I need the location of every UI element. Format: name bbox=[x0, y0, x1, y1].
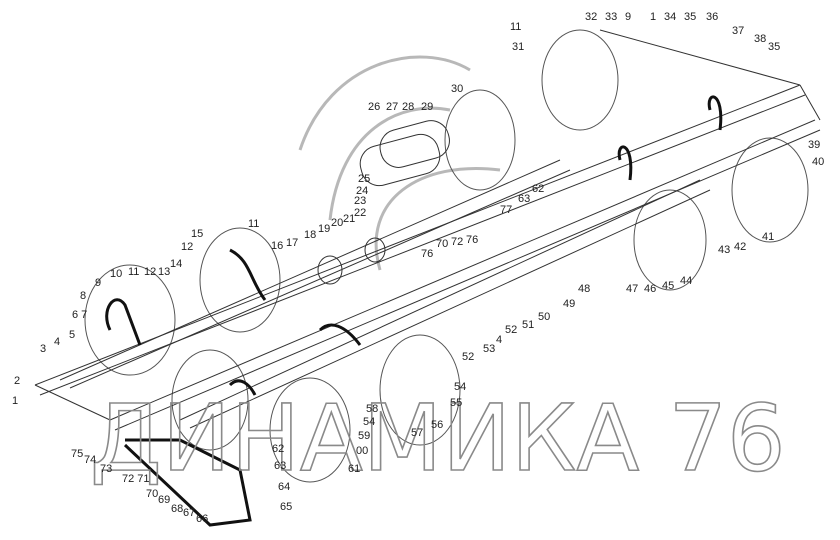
callout-1: 1 bbox=[650, 11, 656, 23]
callout-39: 39 bbox=[808, 139, 820, 151]
callout-73: 73 bbox=[100, 463, 112, 475]
callout-49: 49 bbox=[563, 298, 575, 310]
callout-32: 32 bbox=[585, 11, 597, 23]
callout-22: 22 bbox=[354, 207, 366, 219]
callout-18: 18 bbox=[304, 229, 316, 241]
callout-5: 5 bbox=[69, 329, 75, 341]
callout-63: 63 bbox=[518, 193, 530, 205]
callout-43: 43 bbox=[718, 244, 730, 256]
callout-72-71: 72 71 bbox=[122, 473, 150, 485]
callout-70: 70 bbox=[436, 238, 448, 250]
callout-58: 58 bbox=[366, 403, 378, 415]
callout-20: 20 bbox=[331, 217, 343, 229]
callout-52: 52 bbox=[505, 324, 517, 336]
callout-4: 4 bbox=[496, 334, 502, 346]
callout-36: 36 bbox=[706, 11, 718, 23]
callout-23: 23 bbox=[354, 195, 366, 207]
callout-74: 74 bbox=[84, 454, 96, 466]
callout-35: 35 bbox=[684, 11, 696, 23]
watermark-text: ДИНАМИКА 76 bbox=[90, 385, 786, 492]
callout-45: 45 bbox=[662, 280, 674, 292]
callout-69: 69 bbox=[158, 494, 170, 506]
callout-21: 21 bbox=[343, 213, 355, 225]
callout-31: 31 bbox=[512, 41, 524, 53]
callout-11: 11 bbox=[248, 218, 259, 230]
callout-50: 50 bbox=[538, 311, 550, 323]
callout-27: 27 bbox=[386, 101, 398, 113]
callout-62: 62 bbox=[272, 443, 284, 455]
callout-17: 17 bbox=[286, 237, 298, 249]
callout-68: 68 bbox=[171, 503, 183, 515]
callout-44: 44 bbox=[680, 275, 692, 287]
callout-54: 54 bbox=[363, 416, 375, 428]
callout-41: 41 bbox=[762, 231, 774, 243]
callout-63: 63 bbox=[274, 460, 286, 472]
callout-76: 76 bbox=[466, 234, 478, 246]
callout-6-7: 6 7 bbox=[72, 309, 87, 321]
callout-9: 9 bbox=[625, 11, 631, 23]
callout-19: 19 bbox=[318, 223, 330, 235]
callout-26: 26 bbox=[368, 101, 380, 113]
callout-34: 34 bbox=[664, 11, 676, 23]
callout-64: 64 bbox=[278, 481, 290, 493]
callout-52: 52 bbox=[462, 351, 474, 363]
callout-70: 70 bbox=[146, 488, 158, 500]
callout-61: 61 bbox=[348, 463, 360, 475]
callout-66: 66 bbox=[196, 513, 208, 525]
callout-57: 57 bbox=[411, 427, 423, 439]
callout-51: 51 bbox=[522, 319, 534, 331]
wheels bbox=[84, 29, 809, 483]
callout-28: 28 bbox=[402, 101, 414, 113]
callout-14: 14 bbox=[170, 258, 182, 270]
callout-48: 48 bbox=[578, 283, 590, 295]
callout-59: 59 bbox=[358, 430, 370, 442]
callout-00: 00 bbox=[356, 445, 368, 457]
callout-1: 1 bbox=[12, 395, 18, 407]
callout-13: 13 bbox=[158, 266, 170, 278]
callout-11: 11 bbox=[510, 21, 521, 33]
callout-55: 55 bbox=[450, 397, 462, 409]
callout-37: 37 bbox=[732, 25, 744, 37]
callout-77: 77 bbox=[500, 204, 512, 216]
callout-72: 72 bbox=[451, 236, 463, 248]
callout-62: 62 bbox=[532, 183, 544, 195]
callout-29: 29 bbox=[421, 101, 433, 113]
callout-75: 75 bbox=[71, 448, 83, 460]
callout-42: 42 bbox=[734, 241, 746, 253]
callout-47: 47 bbox=[626, 283, 638, 295]
callout-12: 12 bbox=[144, 266, 156, 278]
callout-35: 35 bbox=[768, 41, 780, 53]
callout-40: 40 bbox=[812, 156, 824, 168]
frame-rails bbox=[34, 29, 821, 431]
callout-16: 16 bbox=[271, 240, 283, 252]
callout-30: 30 bbox=[451, 83, 463, 95]
callout-24: 24 bbox=[356, 185, 368, 197]
callout-8: 8 bbox=[80, 290, 86, 302]
callout-10: 10 bbox=[110, 268, 122, 280]
callout-56: 56 bbox=[431, 419, 443, 431]
logo-swoosh bbox=[298, 55, 501, 271]
callout-65: 65 bbox=[280, 501, 292, 513]
callout-2: 2 bbox=[14, 375, 20, 387]
callout-3: 3 bbox=[40, 343, 46, 355]
callout-9: 9 bbox=[95, 277, 101, 289]
callout-46: 46 bbox=[644, 283, 656, 295]
callout-25: 25 bbox=[358, 173, 370, 185]
callout-54: 54 bbox=[454, 381, 466, 393]
callout-12: 12 bbox=[181, 241, 193, 253]
air-tanks bbox=[317, 120, 450, 285]
callout-76: 76 bbox=[421, 248, 433, 260]
hoses bbox=[105, 95, 723, 527]
callout-38: 38 bbox=[754, 33, 766, 45]
callout-67: 67 bbox=[183, 507, 195, 519]
callout-15: 15 bbox=[191, 228, 203, 240]
callout-11: 11 bbox=[128, 266, 139, 278]
callout-4: 4 bbox=[54, 336, 60, 348]
callout-33: 33 bbox=[605, 11, 617, 23]
callout-53: 53 bbox=[483, 343, 495, 355]
